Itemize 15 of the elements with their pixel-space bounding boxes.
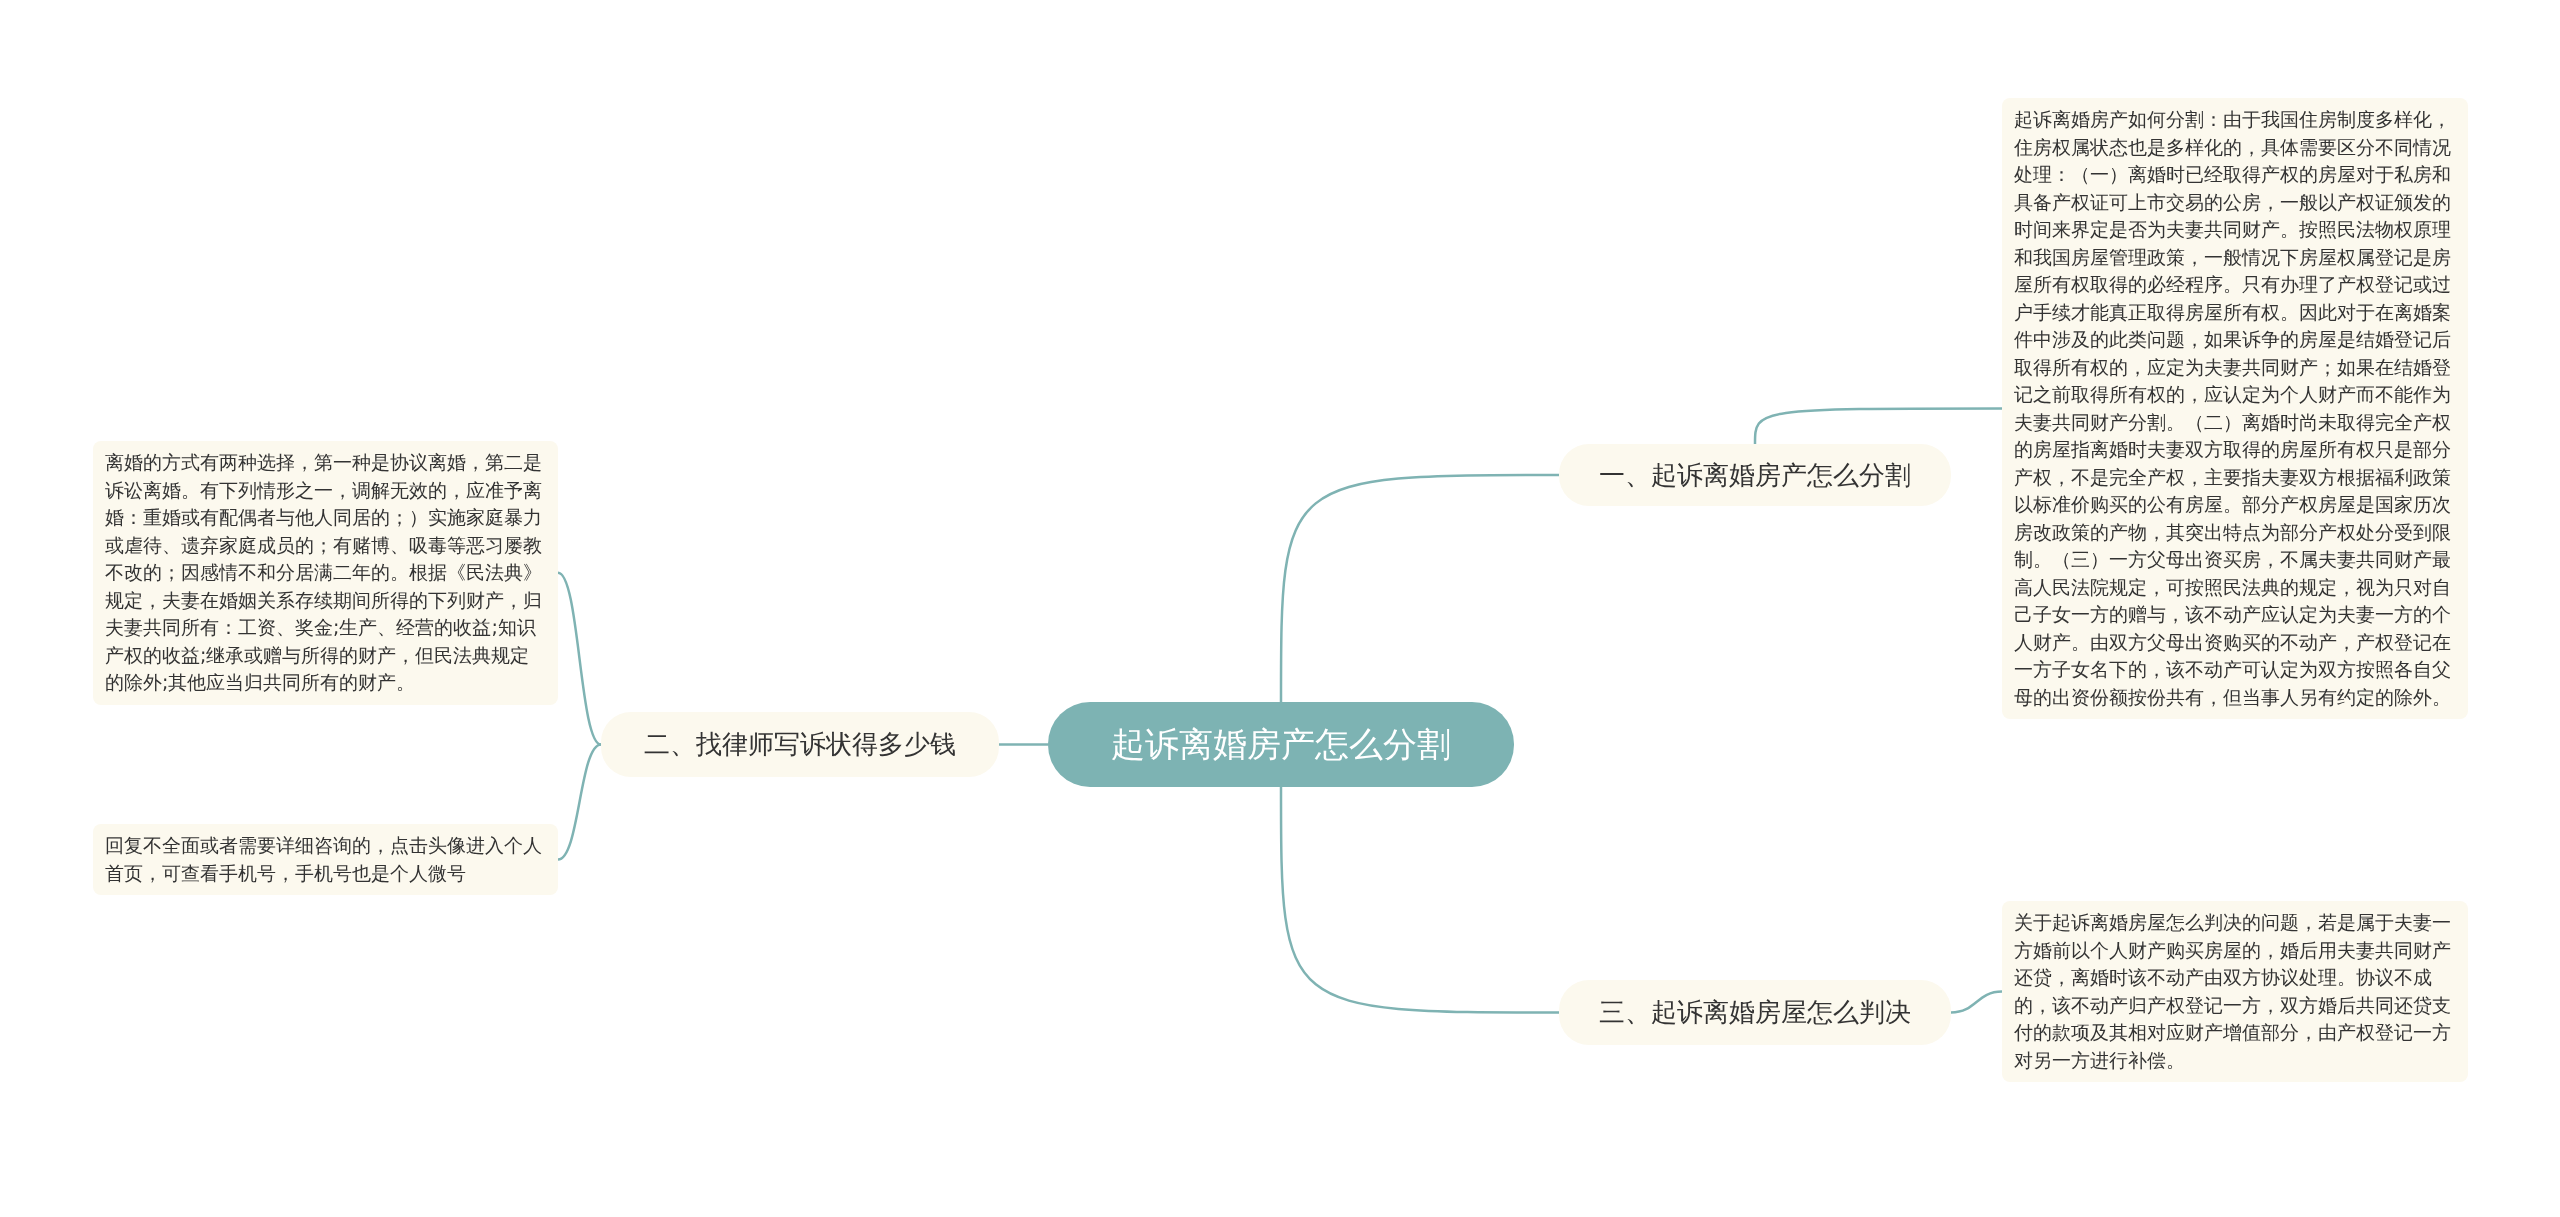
- connector-line: [1753, 407, 2002, 445]
- connector-line: [999, 743, 1048, 746]
- branch-topic: 一、起诉离婚房产怎么分割: [1559, 444, 1951, 506]
- connector-line: [557, 743, 602, 861]
- branch-topic: 三、起诉离婚房屋怎么判决: [1559, 980, 1951, 1045]
- text-card: 离婚的方式有两种选择，第一种是协议离婚，第二是诉讼离婚。有下列情形之一，调解无效的，应准予离婚：重婚或有配偶者与他人同居的；）实施家庭暴力或虐待、遗弃家庭成员的；有赌博、吸毒等恶习屡教不改的；因感情不和分居满二年的。根据《民法典》规定，夫妻在婚姻关系存续期间所得的下列财产，归夫妻共同所有：工资、奖金;生产、经营的收益;知识产权的收益;继承或赠与所得的财产，但民法典规定的除外;其他应当归共同所有的财产。: [93, 441, 558, 705]
- text-card: 回复不全面或者需要详细咨询的，点击头像进入个人首页，可查看手机号，手机号也是个人微号: [93, 824, 558, 895]
- branch-topic: 二、找律师写诉状得多少钱: [601, 712, 999, 777]
- text-card: 关于起诉离婚房屋怎么判决的问题，若是属于夫妻一方婚前以个人财产购买房屋的，婚后用夫妻共同财产还贷，离婚时该不动产由双方协议处理。协议不成的，该不动产归产权登记一方，双方婚后共同还贷支付的款项及其相对应财产增值部分，由产权登记一方对另一方进行补偿。: [2002, 901, 2468, 1082]
- connector-line: [1279, 787, 1559, 1014]
- connector-line: [1950, 990, 2003, 1014]
- central-topic: 起诉离婚房产怎么分割: [1048, 702, 1514, 787]
- text-card: 起诉离婚房产如何分割：由于我国住房制度多样化，住房权属状态也是多样化的，具体需要区分不同情况处理：（一）离婚时已经取得产权的房屋对于私房和具备产权证可上市交易的公房，一般以产权证颁发的时间来界定是否为夫妻共同财产。按照民法物权原理和我国房屋管理政策，一般情况下房屋权属登记是房屋所有权取得的必经程序。只有办理了产权登记或过户手续才能真正取得房屋所有权。因此对于在离婚案件中涉及的此类问题，如果诉争的房屋是结婚登记后取得所有权的，应定为夫妻共同财产；如果在结婚登记之前取得所有权的，应认定为个人财产而不能作为夫妻共同财产分割。（二）离婚时尚未取得完全产权的房屋指离婚时夫妻双方取得的房屋所有权只是部分产权，不是完全产权，主要指夫妻双方根据福利政策以标准价购买的公有房屋。部分产权房屋是国家历次房改政策的产物，其突出特点为部分产权处分受到限制。（三）一方父母出资买房，不属夫妻共同财产最高人民法院规定，可按照民法典的规定，视为只对自己子女一方的赠与，该不动产应认定为夫妻一方的个人财产。由双方父母出资购买的不动产，产权登记在一方子女名下的，该不动产可认定为双方按照各自父母的出资份额按份共有，但当事人另有约定的除外。: [2002, 98, 2468, 719]
- connector-line: [557, 571, 602, 746]
- connector-line: [1279, 473, 1559, 702]
